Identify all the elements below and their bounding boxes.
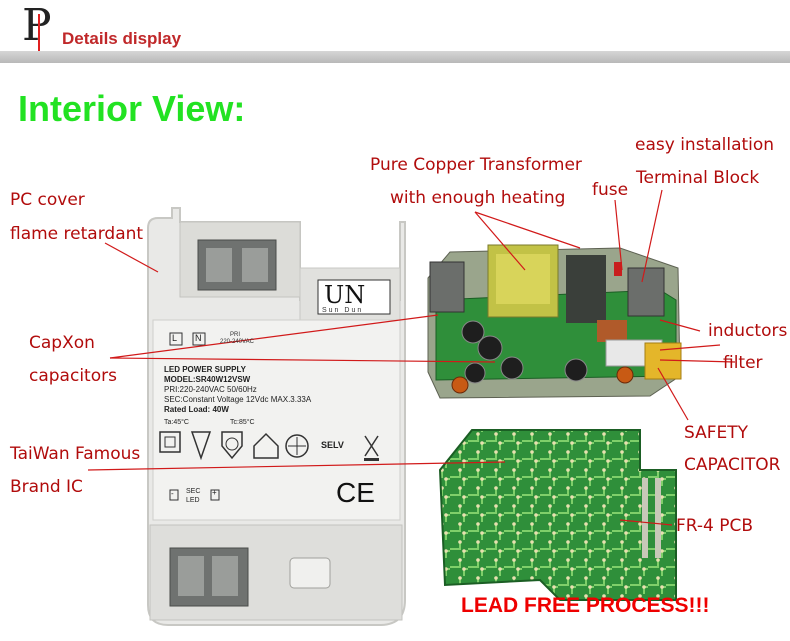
device-minus: - (171, 489, 174, 498)
device-ta: Ta:45°C (164, 419, 189, 426)
callout-fuse: fuse (592, 180, 629, 200)
device-tc: Tc:85°C (230, 419, 255, 426)
device-sec-top: SEC (186, 488, 201, 495)
header-logo-accent (38, 14, 40, 52)
device-terminal-l: L (172, 333, 178, 343)
device-label-line: Rated Load: 40W (164, 405, 229, 414)
callout-fr4-pcb: FR-4 PCB (676, 516, 754, 536)
callout-taiwan-famous: TaiWan Famous (10, 444, 141, 464)
power-supply-housing (147, 207, 406, 626)
callout-transformer: Pure Copper Transformer (370, 155, 582, 175)
callout-heating: with enough heating (390, 188, 566, 208)
callout-flame-retardant: flame retardant (10, 224, 144, 244)
device-label-line: PRI:220-240VAC 50/60Hz (164, 385, 257, 394)
device-label-line: SEC:Constant Voltage 12Vdc MAX.3.33A (164, 395, 312, 404)
device-terminal-n: N (195, 333, 202, 343)
device-brand-sub: Sun Dun (322, 307, 364, 314)
callout-inductors: inductors (708, 321, 788, 341)
callout-pc-cover: PC cover (10, 190, 85, 210)
device-brand-logo: UN (324, 281, 366, 309)
callout-capacitor: CAPACITOR (684, 455, 781, 475)
device-selv: SELV (321, 440, 344, 450)
callout-terminal-block: Terminal Block (636, 168, 760, 188)
component-board (427, 244, 682, 399)
device-sec-bottom: LED (186, 497, 200, 504)
callout-brand-ic: Brand IC (10, 477, 83, 497)
device-ce-mark: CE (336, 477, 375, 508)
callout-capacitors: capacitors (29, 366, 117, 386)
header-logo-letter: P (22, 0, 52, 51)
callout-filter: filter (723, 353, 763, 373)
header-title: Details display (62, 29, 182, 48)
device-label-line: MODEL:SR40W12VSW (164, 375, 251, 384)
callout-easy-installation: easy installation (635, 135, 775, 155)
pcb-underside (438, 429, 677, 601)
callout-lines (87, 189, 736, 526)
device-label-line: LED POWER SUPPLY (164, 365, 246, 374)
device-pri-small: PRI (230, 332, 241, 338)
header-divider (0, 51, 790, 63)
device-voltage-small: 220-240VAC (220, 339, 254, 345)
callout-capxon: CapXon (29, 333, 95, 353)
callout-safety: SAFETY (684, 423, 749, 443)
lead-free-banner: LEAD FREE PROCESS!!! (461, 594, 710, 617)
page-heading: Interior View: (18, 88, 246, 129)
device-plus: + (212, 488, 217, 497)
